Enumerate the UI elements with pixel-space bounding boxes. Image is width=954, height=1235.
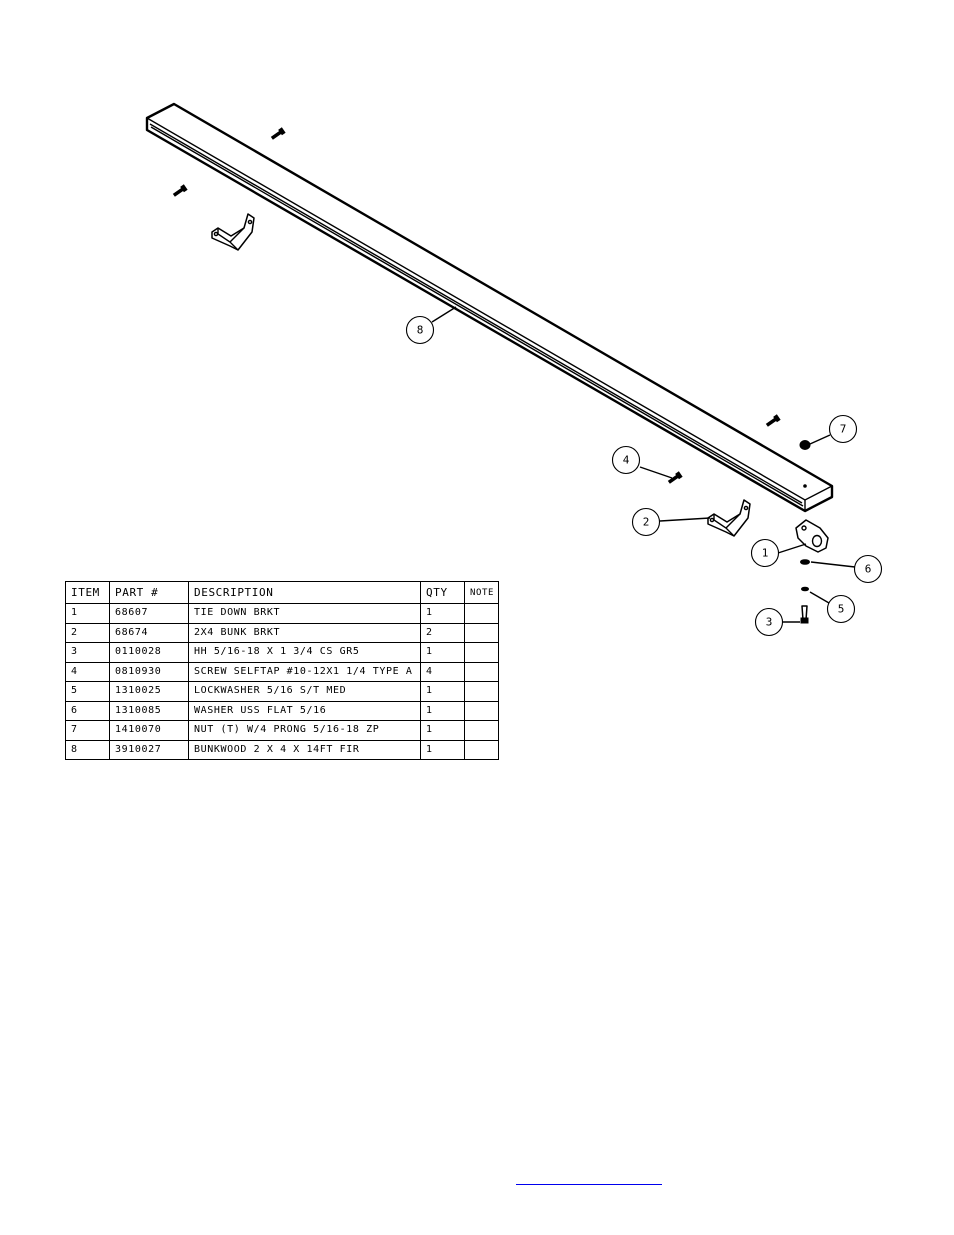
- cell-description: BUNKWOOD 2 X 4 X 14FT FIR: [188, 739, 421, 760]
- balloon-3: 3: [754, 607, 784, 637]
- cell-part: 68607: [109, 603, 189, 624]
- cell-part: 0810930: [109, 661, 189, 682]
- leader-lines: [431, 306, 856, 623]
- header-qty: QTY: [420, 581, 465, 604]
- cell-description: SCREW SELFTAP #10-12X1 1/4 TYPE A: [188, 661, 421, 682]
- flat-washer: [800, 559, 810, 565]
- header-note: NOTE: [464, 581, 499, 604]
- svg-text:3: 3: [766, 616, 773, 629]
- table-row: 2 68674 2X4 BUNK BRKT 2: [65, 622, 499, 643]
- bunk-bracket-right: [707, 499, 751, 537]
- cell-item: 6: [65, 700, 110, 721]
- svg-text:5: 5: [838, 603, 845, 616]
- cell-item: 2: [65, 622, 110, 643]
- header-item: ITEM: [65, 581, 110, 604]
- lockwasher: [801, 586, 809, 592]
- svg-text:8: 8: [417, 324, 424, 337]
- table-row: 1 68607 TIE DOWN BRKT 1: [65, 603, 499, 624]
- cell-note: [464, 661, 499, 682]
- parts-list-table: ITEM PART # DESCRIPTION QTY NOTE 1 68607…: [65, 581, 499, 760]
- table-header-row: ITEM PART # DESCRIPTION QTY NOTE: [65, 581, 499, 604]
- header-part-number: PART #: [109, 581, 189, 604]
- table-row: 7 1410070 NUT (T) W/4 PRONG 5/16-18 ZP 1: [65, 720, 499, 741]
- cell-qty: 1: [420, 603, 465, 624]
- cell-note: [464, 700, 499, 721]
- balloon-5: 5: [826, 594, 856, 624]
- cell-note: [464, 739, 499, 760]
- balloon-6: 6: [853, 554, 883, 584]
- table-row: 5 1310025 LOCKWASHER 5/16 S/T MED 1: [65, 681, 499, 702]
- bunkwood-board: [145, 102, 834, 513]
- balloon-8: 8: [405, 315, 435, 345]
- cell-note: [464, 681, 499, 702]
- cell-part: 1310025: [109, 681, 189, 702]
- header-description: DESCRIPTION: [188, 581, 421, 604]
- balloon-2: 2: [631, 507, 661, 537]
- cell-description: WASHER USS FLAT 5/16: [188, 700, 421, 721]
- screw-left: [172, 184, 188, 197]
- cell-part: 3910027: [109, 739, 189, 760]
- svg-text:2: 2: [643, 516, 650, 529]
- cell-part: 1410070: [109, 720, 189, 741]
- cell-part: 1310085: [109, 700, 189, 721]
- cell-qty: 1: [420, 700, 465, 721]
- table-row: 3 0110028 HH 5/16-18 X 1 3/4 CS GR5 1: [65, 642, 499, 663]
- cell-qty: 1: [420, 681, 465, 702]
- balloon-7: 7: [828, 414, 858, 444]
- cell-item: 5: [65, 681, 110, 702]
- cell-note: [464, 720, 499, 741]
- cell-qty: 2: [420, 622, 465, 643]
- svg-text:1: 1: [762, 547, 769, 560]
- cell-qty: 4: [420, 661, 465, 682]
- footer-link[interactable]: [516, 1170, 662, 1185]
- balloon-1: 1: [750, 538, 780, 568]
- cell-part: 0110028: [109, 642, 189, 663]
- screw-right-lower: [667, 471, 683, 484]
- cell-item: 4: [65, 661, 110, 682]
- cell-qty: 1: [420, 720, 465, 741]
- cell-qty: 1: [420, 739, 465, 760]
- cell-part: 68674: [109, 622, 189, 643]
- cell-note: [464, 622, 499, 643]
- svg-text:6: 6: [865, 563, 872, 576]
- cell-description: TIE DOWN BRKT: [188, 603, 421, 624]
- svg-text:7: 7: [840, 423, 847, 436]
- cell-item: 1: [65, 603, 110, 624]
- tie-down-bracket: [795, 519, 829, 553]
- cell-description: NUT (T) W/4 PRONG 5/16-18 ZP: [188, 720, 421, 741]
- hex-bolt: [800, 605, 809, 624]
- table-row: 8 3910027 BUNKWOOD 2 X 4 X 14FT FIR 1: [65, 739, 499, 760]
- screw-right-upper: [765, 414, 781, 427]
- cell-item: 7: [65, 720, 110, 741]
- cell-item: 8: [65, 739, 110, 760]
- t-nut: [799, 440, 811, 450]
- table-row: 4 0810930 SCREW SELFTAP #10-12X1 1/4 TYP…: [65, 661, 499, 682]
- balloon-4: 4: [611, 445, 641, 475]
- cell-description: HH 5/16-18 X 1 3/4 CS GR5: [188, 642, 421, 663]
- table-row: 6 1310085 WASHER USS FLAT 5/16 1: [65, 700, 499, 721]
- bunk-bracket-left: [211, 213, 255, 251]
- cell-item: 3: [65, 642, 110, 663]
- cell-note: [464, 642, 499, 663]
- cell-description: LOCKWASHER 5/16 S/T MED: [188, 681, 421, 702]
- cell-qty: 1: [420, 642, 465, 663]
- cell-description: 2X4 BUNK BRKT: [188, 622, 421, 643]
- screw-top-left: [270, 127, 286, 140]
- svg-text:4: 4: [623, 454, 630, 467]
- cell-note: [464, 603, 499, 624]
